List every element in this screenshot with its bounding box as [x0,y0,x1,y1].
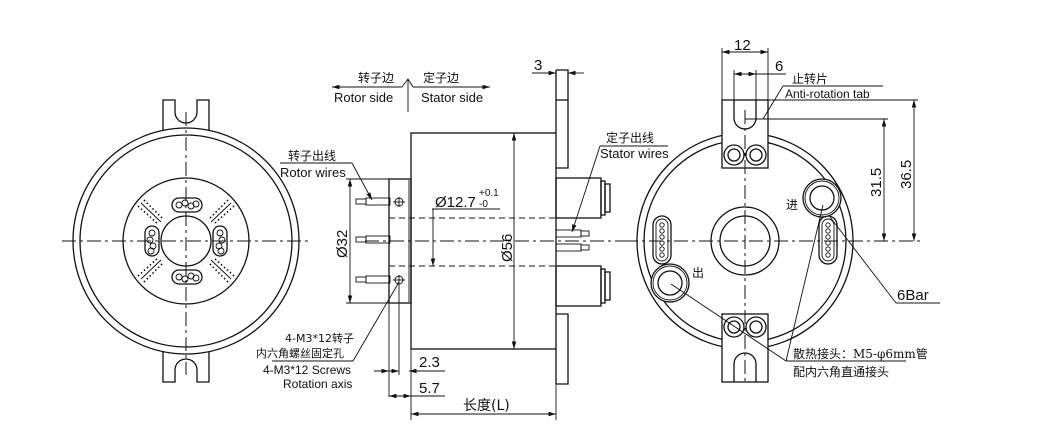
fitting-line2: 配内六角直通接头 [793,364,889,379]
dim-body-diameter: Ø56 [499,133,517,349]
offset-5-7-label: 5.7 [419,380,440,397]
dim-rotor-offsets: 2.3 5.7 [374,285,445,420]
dim-bore-diameter: Ø12.7 +0.1 -0 [430,188,500,266]
flange-thickness-label: 3 [534,57,542,74]
stator-end-view: 进 出 12 6 止转片 A [624,37,940,383]
dim-rotor-diameter: Ø32 [334,178,389,304]
rotor-diameter-label: Ø32 [334,230,351,258]
height-36-5-label: 36.5 [898,160,915,189]
rotor-wire-bundles [144,197,228,285]
dim-flange-thickness: 3 [532,57,584,76]
inlet-port: 进 [786,178,842,218]
fitting-callout: 散热接头：M5-φ6mm管 配内六角直通接头 [670,204,928,379]
fitting-line1: 散热接头：M5-φ6mm管 [793,346,928,361]
outlet-label: 出 [692,266,704,280]
pressure-callout: 6Bar [829,216,940,304]
length-label: 长度(L) [463,398,510,414]
dim-length: 长度(L) [411,384,557,420]
rotor-wires-en: Rotor wires [280,165,346,180]
offset-2-3-label: 2.3 [419,354,440,371]
rotor-wire-leads [355,197,405,285]
dim-slot-width: 6 [733,58,786,100]
rotor-side-en: Rotor side [334,90,393,105]
rotor-wires-callout: 转子出线 Rotor wires [280,148,373,201]
stator-wires-callout: 定子出线 Stator wires [571,130,669,233]
direction-indicator: 转子边 Rotor side 定子边 Stator side [332,70,490,112]
body-diameter-label: Ø56 [499,234,516,262]
anti-rotation-callout: 止转片 Anti-rotation tab [762,71,883,120]
side-view: Ø32 Ø56 Ø12.7 +0.1 -0 3 [256,57,669,420]
anti-rotation-en: Anti-rotation tab [785,87,870,101]
slot-width-label: 6 [775,58,783,75]
screws-callout: 4-M3*12转子 内六角螺丝固定孔 4-M3*12 Screws Rotati… [256,281,400,391]
bottom-mount-tab [162,345,210,383]
stator-fittings [555,177,611,307]
stator-wires-cn: 定子出线 [606,130,654,145]
screws-cn-line1: 4-M3*12转子 [285,331,354,345]
pressure-label: 6Bar [897,287,929,304]
rotor-dotted-sectors [137,199,235,283]
screws-en-line2: Rotation axis [283,377,352,391]
bore-tolerance-upper: +0.1 [479,188,499,199]
stator-side-cn: 定子边 [423,70,459,85]
outlet-port: 出 [650,263,704,303]
rotor-end-view [62,99,310,383]
tab-width-label: 12 [734,37,751,54]
stator-flange [555,69,569,385]
dim-tab-heights: 31.5 36.5 [745,99,918,241]
stator-wires-en: Stator wires [600,146,669,161]
bore-label: Ø12.7 [435,194,476,211]
anti-rotation-cn: 止转片 [792,71,828,86]
rotor-wires-cn: 转子出线 [288,148,336,163]
screws-cn-line2: 内六角螺丝固定孔 [256,346,344,360]
rotor-side-cn: 转子边 [358,70,394,85]
height-31-5-label: 31.5 [868,168,885,197]
stator-side-en: Stator side [421,90,483,105]
inlet-label: 进 [786,198,798,212]
screws-en-line1: 4-M3*12 Screws [263,363,351,377]
bore-tolerance-lower: -0 [479,199,488,210]
dim-tab-width: 12 [721,37,769,118]
left-wire-slot [652,215,672,265]
